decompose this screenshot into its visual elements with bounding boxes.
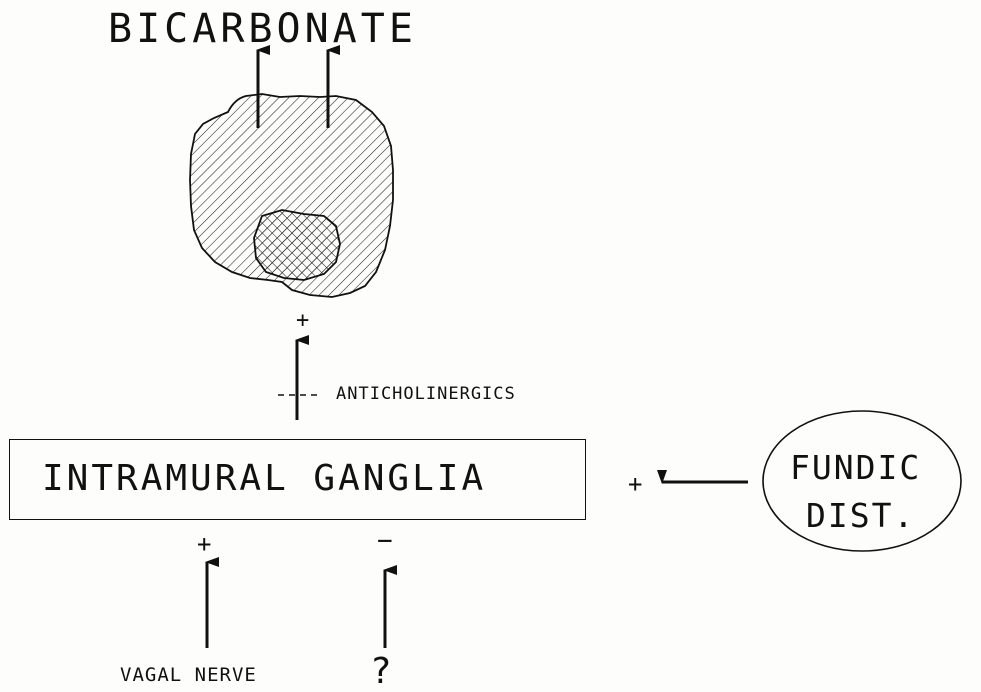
vagal-nerve-label: VAGAL NERVE xyxy=(120,664,257,686)
intramural-ganglia-label: INTRAMURAL GANGLIA xyxy=(42,458,486,499)
unknown-factor-label: ? xyxy=(370,651,393,692)
fundic-label-line1: FUNDIC xyxy=(790,448,921,487)
vagal-sign: + xyxy=(197,530,212,558)
cell-nucleus xyxy=(254,210,340,280)
bicarbonate-title: BICARBONATE xyxy=(108,6,417,52)
fundic-label-line2: DIST. xyxy=(806,496,915,535)
cell-stimulus-sign: + xyxy=(296,308,310,333)
fundic-sign: + xyxy=(628,470,643,498)
unknown-sign: − xyxy=(377,526,394,556)
anticholinergics-label: ANTICHOLINERGICS xyxy=(336,384,516,404)
